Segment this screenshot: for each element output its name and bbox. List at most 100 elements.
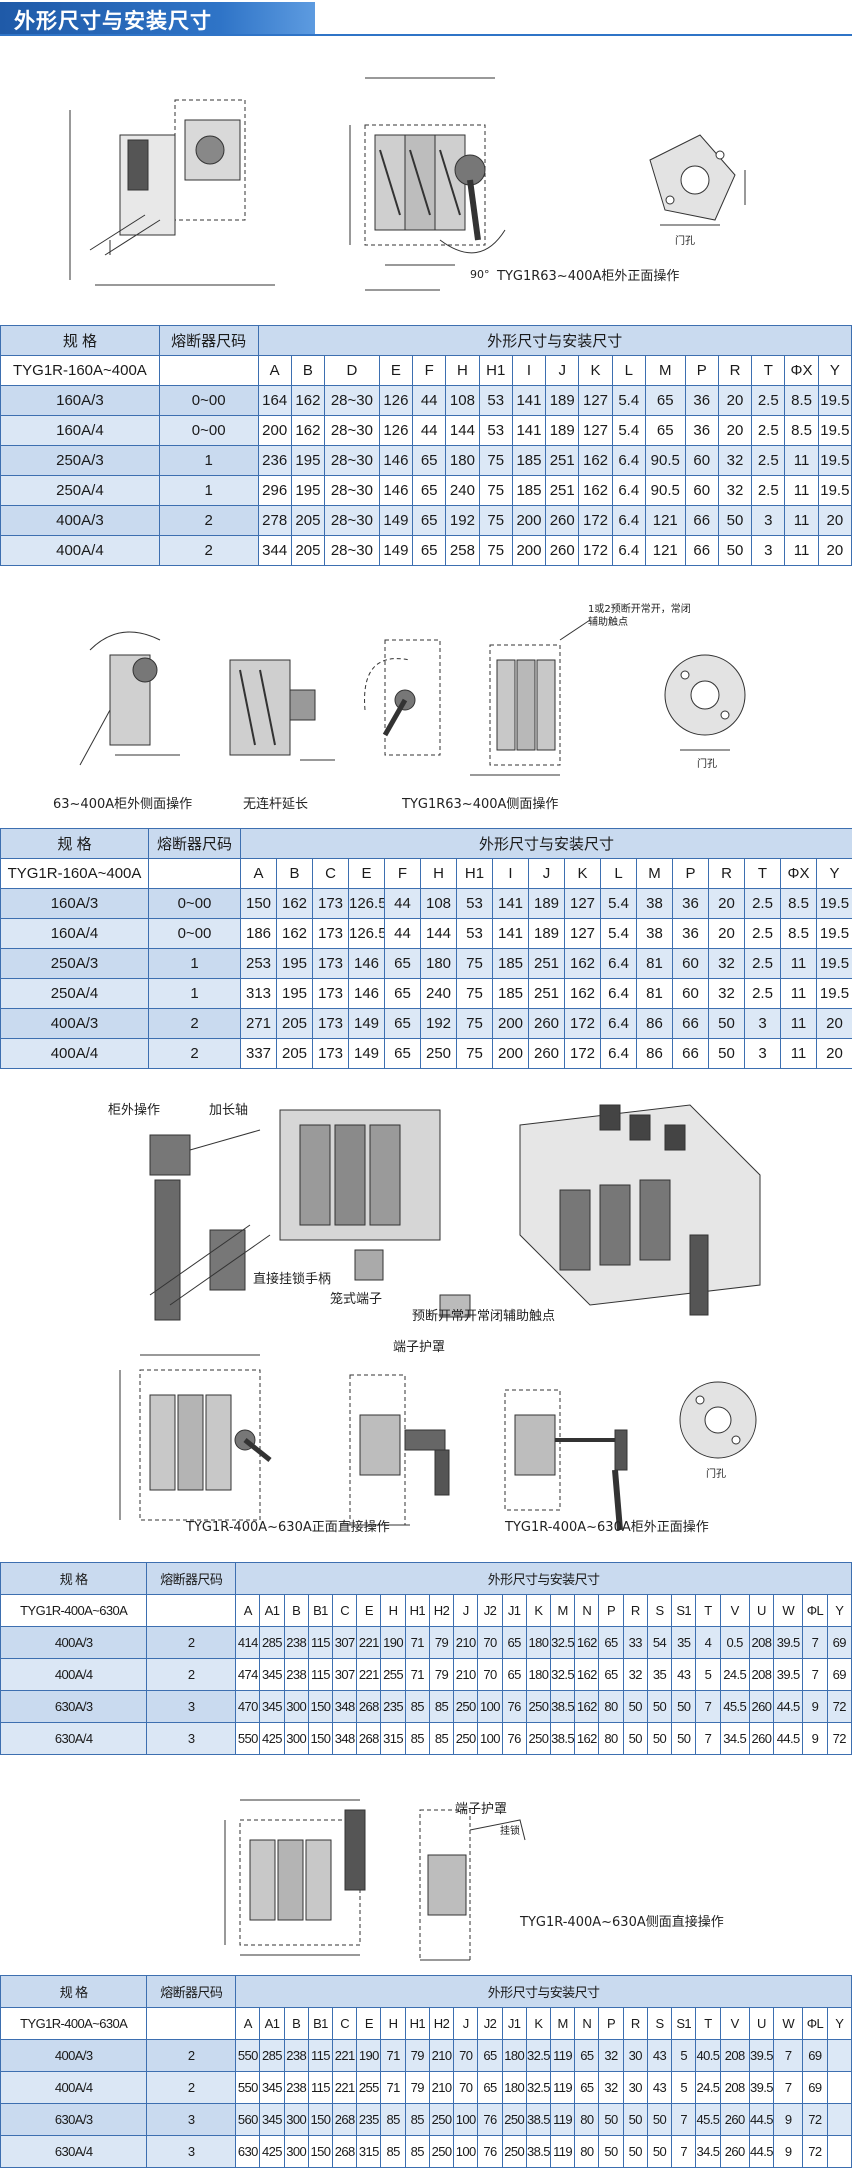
col-head: P	[684, 355, 719, 386]
header-fuse: 熔断器尺码	[148, 828, 241, 859]
col-head: B	[290, 355, 326, 386]
col-head: F	[384, 858, 421, 889]
cell-value: 85	[380, 2103, 406, 2136]
col-head: A1	[259, 1594, 285, 1627]
col-head: B1	[307, 2007, 334, 2040]
cell-value: 38.5	[525, 2135, 552, 2168]
cell-value: 32	[598, 2071, 624, 2104]
cell-value: 470	[235, 1690, 261, 1723]
col-head: J	[528, 858, 565, 889]
cell-value: 268	[332, 2103, 358, 2136]
cell-value	[826, 2039, 852, 2072]
cell-value: 208	[748, 1658, 775, 1691]
col-head: S	[646, 2007, 673, 2040]
cell-value: 34.5	[719, 1722, 750, 1755]
col-head: B1	[307, 1594, 334, 1627]
col-head: T	[744, 858, 781, 889]
cell-value: 71	[380, 2071, 406, 2104]
cell-value: 80	[574, 2103, 600, 2136]
col-head: K	[578, 355, 613, 386]
cell-value	[826, 2135, 852, 2168]
cell-value: 38.5	[549, 1722, 576, 1755]
cell-value: 190	[356, 2039, 382, 2072]
cell-value: 39.5	[748, 2071, 775, 2104]
cell-value: 70	[453, 2039, 479, 2072]
cell-value: 50	[598, 2103, 624, 2136]
header-spec: 规 格	[0, 1975, 148, 2008]
col-head: Y	[826, 1594, 852, 1627]
col-head: J2	[477, 2007, 503, 2040]
cell-value: 7	[773, 2039, 804, 2072]
cell-value: 24.5	[695, 2071, 721, 2104]
col-head: A1	[259, 2007, 285, 2040]
header-dimensions: 外形尺寸与安装尺寸	[235, 1975, 852, 2008]
col-head: S1	[671, 1594, 697, 1627]
col-head: T	[695, 2007, 721, 2040]
model-label: TYG1R-400A~630A	[0, 2007, 148, 2040]
col-head: C	[332, 1594, 358, 1627]
col-head: A	[235, 1594, 261, 1627]
col-head: J1	[501, 1594, 527, 1627]
col-head: V	[719, 1594, 750, 1627]
spec-table-1: 规 格 熔断器尺码 外形尺寸与安装尺寸 TYG1R-160A~400A A B …	[0, 325, 852, 566]
row-fuse: 3	[146, 2103, 237, 2136]
cell-value: 24.5	[719, 1658, 750, 1691]
col-head: H2	[428, 1594, 455, 1627]
cell-value: 65	[574, 2071, 600, 2104]
cell-value: 150	[307, 2103, 334, 2136]
cell-value: 150	[307, 2135, 334, 2168]
cell-value: 250	[428, 2135, 455, 2168]
cell-value: 45.5	[719, 1690, 750, 1723]
cell-value: 260	[719, 2103, 750, 2136]
fig2-door-hole: 门孔	[697, 759, 717, 770]
cell-value	[826, 2071, 852, 2104]
cell-value: 208	[748, 1626, 775, 1659]
cell-value: 550	[235, 2071, 261, 2104]
col-head: ΦX	[784, 355, 819, 386]
cell-value: 119	[549, 2103, 576, 2136]
cell-value: 250	[428, 2103, 455, 2136]
row-fuse: 2	[146, 1626, 237, 1659]
cell-value: 7	[773, 2071, 804, 2104]
cell-value: 115	[307, 2039, 334, 2072]
cell-value: 250	[525, 1690, 552, 1723]
cell-value: 221	[332, 2071, 358, 2104]
col-head: J1	[501, 2007, 527, 2040]
header-spec: 规 格	[0, 325, 160, 356]
figure-side-operation	[79, 619, 746, 776]
cell-value: 414	[235, 1626, 261, 1659]
cell-value: 7	[802, 1658, 828, 1691]
header-fuse: 熔断器尺码	[146, 1975, 237, 2008]
cell-value: 4	[695, 1626, 721, 1659]
cell-value: 65	[477, 2039, 503, 2072]
cell-value: 71	[380, 2039, 406, 2072]
cell-value: 70	[477, 1626, 503, 1659]
cell-value: 30	[622, 2071, 648, 2104]
svg-text:90°: 90°	[470, 268, 490, 281]
cell-value: 300	[283, 2103, 309, 2136]
col-head: H1	[404, 1594, 430, 1627]
cell-value: 100	[477, 1722, 503, 1755]
fig1-caption: TYG1R63~400A柜外正面操作	[497, 269, 680, 284]
cell-value: 72	[826, 1690, 852, 1723]
cell-value: 5	[671, 2071, 697, 2104]
row-fuse: 3	[146, 2135, 237, 2168]
cell-value: 425	[259, 2135, 285, 2168]
cell-value: 69	[802, 2039, 828, 2072]
cell-value: 550	[235, 1722, 261, 1755]
col-head: H2	[428, 2007, 455, 2040]
col-head: ΦL	[802, 1594, 828, 1627]
cell-value: 32	[622, 1658, 648, 1691]
cell-value: 180	[525, 1626, 552, 1659]
empty-cell	[146, 1594, 237, 1627]
col-head: H	[420, 858, 457, 889]
col-head: R	[708, 858, 745, 889]
cell-value: 9	[773, 2135, 804, 2168]
